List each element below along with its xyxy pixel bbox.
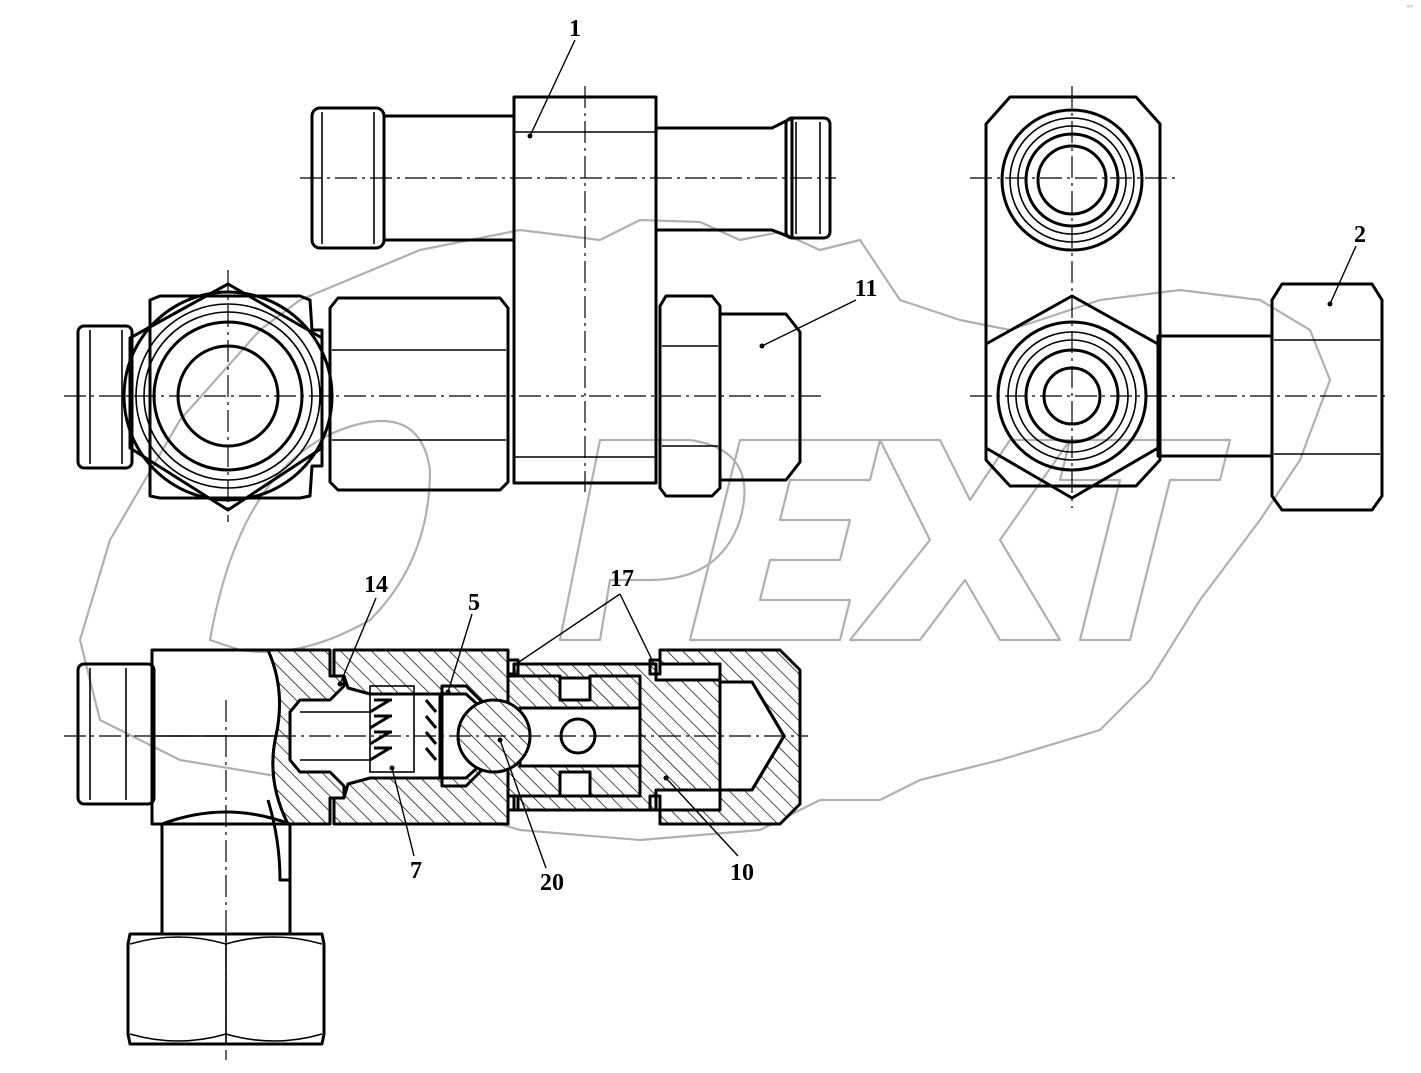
watermark-text: OPEX <box>720 553 743 562</box>
callout-10: 10 <box>730 860 754 886</box>
body-side <box>984 95 1162 488</box>
section-nipple-left <box>76 662 156 806</box>
callout-7: 7 <box>410 858 422 884</box>
callout-17: 17 <box>610 566 634 592</box>
callout-11: 11 <box>855 276 878 302</box>
hex-nut-right <box>658 294 722 498</box>
callout-2: 2 <box>1354 222 1366 248</box>
elbow-body <box>148 294 324 500</box>
section-hex-nut-bottom <box>126 932 326 1046</box>
callout-5: 5 <box>468 590 480 616</box>
section-hatch-elbow <box>266 648 346 826</box>
corner-mark: °° <box>1406 4 1413 13</box>
callout-14: 14 <box>364 572 388 598</box>
section-elbow <box>150 648 290 826</box>
section-hatch-body <box>332 648 510 826</box>
hex-nut-side <box>984 294 1160 500</box>
hex-nut-part-2 <box>1270 282 1384 512</box>
side-view <box>970 86 1390 512</box>
plug-part-11 <box>718 312 802 482</box>
callout-1: 1 <box>569 16 581 42</box>
top-view <box>64 86 836 522</box>
spring-part-7 <box>369 685 415 773</box>
section-plug-tip <box>718 680 786 792</box>
callouts: 1 2 11 14 5 17 7 20 10 <box>337 16 1366 896</box>
seal-ring-17a <box>506 658 520 676</box>
hex-fitting-middle <box>328 296 510 492</box>
threaded-nipple-elbow <box>76 324 134 470</box>
seal-ring-17b <box>648 658 662 676</box>
section-view <box>64 648 808 1060</box>
section-hatch-nut <box>658 648 802 826</box>
callout-20: 20 <box>540 870 564 896</box>
